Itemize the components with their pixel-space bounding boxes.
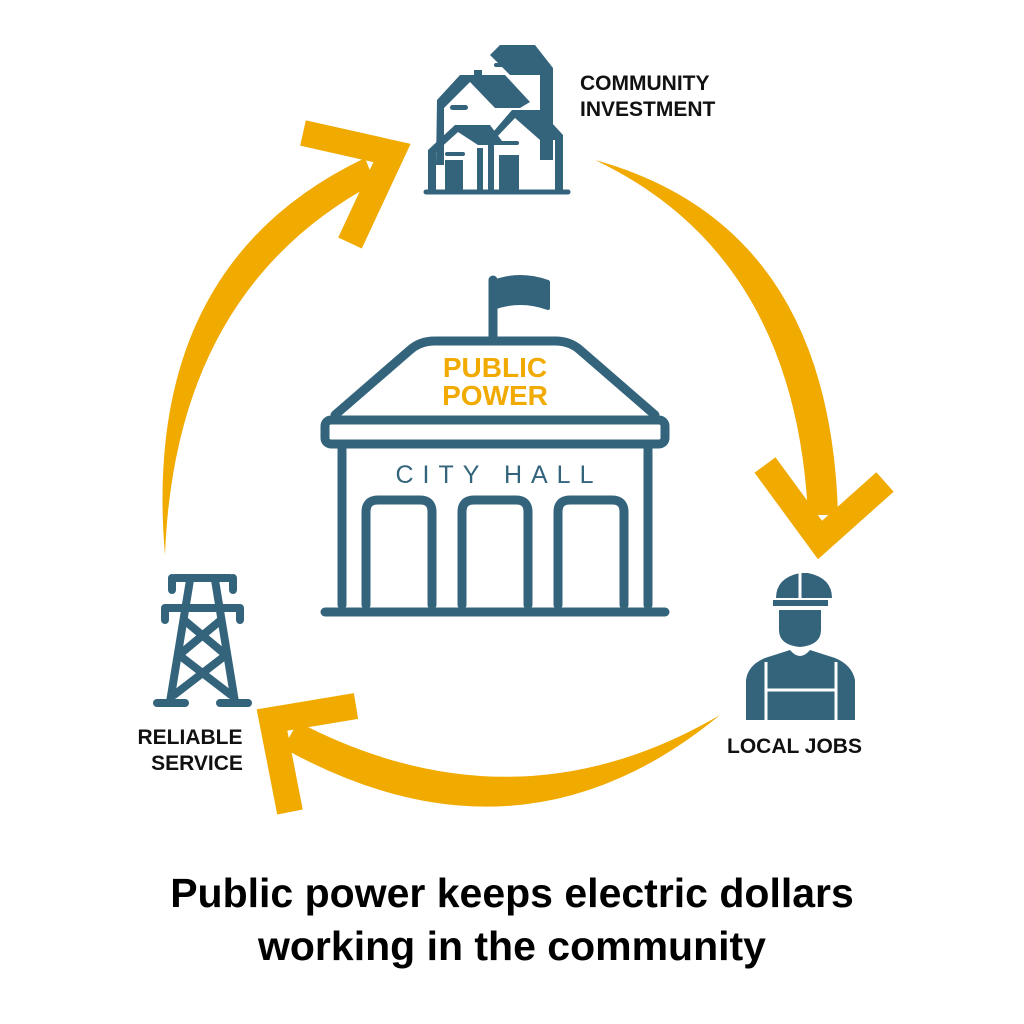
reliable-service-label-line2: SERVICE (151, 752, 243, 775)
community-investment-label-line2: INVESTMENT (580, 98, 716, 121)
city-hall-label: CITY HALL (396, 461, 603, 489)
arrow-service-to-community (162, 120, 411, 555)
reliable-service-label-line1: RELIABLE (138, 726, 243, 749)
worker-icon (746, 572, 855, 720)
public-power-roof-line2: POWER (442, 380, 548, 411)
community-investment-label-line1: COMMUNITY (580, 72, 710, 95)
arrow-jobs-to-service (256, 693, 720, 815)
public-power-roof-line1: PUBLIC (443, 352, 547, 383)
arrow-community-to-jobs (595, 160, 894, 560)
caption-line1: Public power keeps electric dollars (170, 870, 854, 916)
power-tower-icon (153, 574, 252, 707)
city-hall-icon (320, 275, 670, 617)
houses-icon (423, 45, 571, 195)
cycle-arrows (162, 120, 894, 815)
local-jobs-label: LOCAL JOBS (727, 735, 862, 758)
caption-line2: working in the community (257, 923, 766, 969)
